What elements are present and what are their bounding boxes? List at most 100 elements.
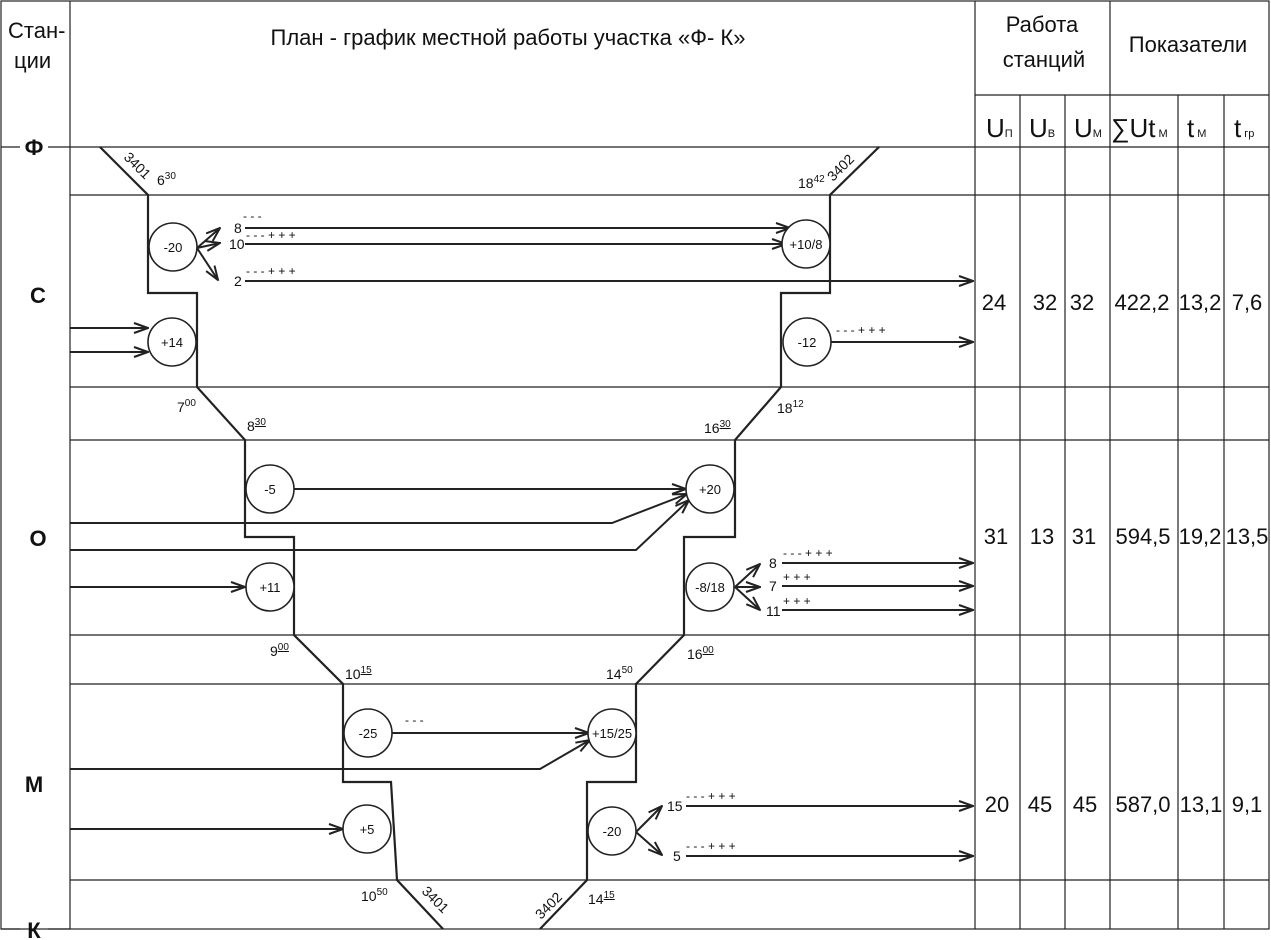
train-3402-path [539, 146, 880, 930]
count-o-8: 8 [769, 555, 777, 571]
cell-o-uv: 13 [1030, 524, 1054, 549]
mark-s-10: - - - + + + [246, 228, 296, 242]
mark-s-2: - - - + + + [246, 264, 296, 278]
station-label-f: Ф [25, 135, 44, 160]
station-label-m: М [25, 772, 43, 797]
operation-circles: -20 +14 +10/8 -12 -5 +20 +11 -8/18 [147, 219, 832, 856]
op-m-minus20: -20 [587, 806, 637, 856]
svg-text:-5: -5 [264, 482, 276, 497]
svg-text:-25: -25 [359, 726, 378, 741]
cell-m-tgr: 9,1 [1232, 792, 1263, 817]
svg-text:+5: +5 [360, 822, 375, 837]
op-o-plus11: +11 [245, 562, 295, 612]
time-1015: 1015 [345, 665, 372, 682]
op-m-plus15-25: +15/25 [587, 708, 637, 758]
cell-m-up: 20 [985, 792, 1009, 817]
subheader-uv-sub: В [1048, 128, 1055, 140]
plus-minus-marks: - - - - - - + + + - - - + + + - - - + + … [243, 209, 886, 853]
op-s-minus20: -20 [148, 222, 198, 272]
subheader-tm-sub: М [1197, 128, 1206, 140]
svg-text:+15/25: +15/25 [592, 726, 632, 741]
time-0830: 830 [247, 417, 266, 434]
indicators-header: Показатели [1129, 32, 1247, 57]
time-0700: 700 [177, 398, 196, 415]
count-o-11: 11 [766, 603, 781, 619]
time-1050: 1050 [361, 887, 388, 904]
cell-o-tgr: 13,5 [1226, 524, 1269, 549]
stations-column-header-line2: ции [14, 48, 51, 73]
cell-s-sum: 422,2 [1114, 290, 1169, 315]
cell-s-tgr: 7,6 [1232, 290, 1263, 315]
svg-text:+20: +20 [699, 482, 721, 497]
subheader-tgr-sub: гр [1244, 128, 1254, 140]
mark-s-8: - - - [243, 209, 262, 223]
op-s-plus14: +14 [147, 317, 197, 367]
mark-m-15: - - - + + + [686, 789, 736, 803]
svg-text:-8/18: -8/18 [695, 580, 725, 595]
op-m-minus25: -25 [343, 708, 393, 758]
time-1415: 1415 [588, 890, 615, 907]
train-number-3401-bottom: 3401 [419, 883, 452, 916]
svg-text:-20: -20 [603, 824, 622, 839]
cell-o-up: 31 [984, 524, 1008, 549]
op-m-plus5: +5 [342, 804, 392, 854]
subheader-sum-sub: М [1159, 128, 1168, 140]
subheader-tm-main: t [1187, 113, 1195, 143]
work-header-line1: Работа [1006, 12, 1079, 37]
count-s-10: 10 [229, 236, 245, 252]
svg-text:∑UtМ: ∑UtМ [1111, 113, 1168, 143]
cell-s-uv: 32 [1033, 290, 1057, 315]
svg-text:UП: UП [986, 113, 1013, 143]
subheader-um-sub: М [1093, 128, 1102, 140]
cell-m-uv: 45 [1028, 792, 1052, 817]
svg-text:-12: -12 [798, 335, 817, 350]
cell-s-up: 24 [982, 290, 1006, 315]
time-labels: 630 700 830 900 1015 1050 1415 1450 1600… [157, 171, 825, 907]
cell-o-tm: 19,2 [1179, 524, 1222, 549]
table-row-o: 31 13 31 594,5 19,2 13,5 [984, 524, 1269, 549]
work-header-line2: станций [1003, 47, 1085, 72]
table-row-m: 20 45 45 587,0 13,1 9,1 [985, 792, 1263, 817]
op-s-minus12: -12 [782, 317, 832, 367]
time-1600: 1600 [687, 645, 714, 662]
station-label-s: С [30, 283, 46, 308]
cell-m-sum: 587,0 [1115, 792, 1170, 817]
count-m-15: 15 [667, 798, 683, 814]
time-1812: 1812 [777, 399, 804, 416]
subheader-tgr-main: t [1234, 113, 1242, 143]
time-1630: 1630 [704, 419, 731, 436]
svg-text:-20: -20 [164, 240, 183, 255]
count-s-8: 8 [234, 220, 242, 236]
op-o-minus8-18: -8/18 [685, 562, 735, 612]
time-0630: 630 [157, 171, 176, 188]
cell-s-tm: 13,2 [1179, 290, 1222, 315]
train-number-3402-bottom: 3402 [532, 889, 565, 922]
svg-text:+11: +11 [259, 580, 280, 595]
count-m-5: 5 [673, 848, 681, 864]
cell-m-um: 45 [1073, 792, 1097, 817]
train-number-3402-top: 3402 [824, 151, 857, 184]
mark-o-7: + + + [783, 570, 811, 584]
cell-o-um: 31 [1072, 524, 1096, 549]
svg-text:+10/8: +10/8 [790, 237, 823, 252]
svg-text:tгр: tгр [1234, 113, 1254, 143]
stations-column-header-line1: Стан- [8, 18, 65, 43]
op-o-minus5: -5 [245, 464, 295, 514]
station-label-k: К [27, 918, 41, 940]
subheader-up-sub: П [1005, 128, 1013, 140]
op-o-plus20: +20 [685, 464, 735, 514]
time-1450: 1450 [606, 665, 633, 682]
svg-text:UМ: UМ [1074, 113, 1102, 143]
cell-o-sum: 594,5 [1115, 524, 1170, 549]
mark-o-11: + + + [783, 594, 811, 608]
subheader-up-main: U [986, 113, 1005, 143]
svg-text:UВ: UВ [1029, 113, 1055, 143]
subheader-sum-main: ∑Ut [1111, 113, 1156, 143]
station-labels: Ф С О М К [1, 135, 70, 940]
time-0900: 900 [270, 642, 289, 659]
subheader-um-main: U [1074, 113, 1093, 143]
car-counts: 8 10 2 8 7 11 15 5 [229, 220, 781, 864]
svg-text:+14: +14 [161, 335, 183, 350]
